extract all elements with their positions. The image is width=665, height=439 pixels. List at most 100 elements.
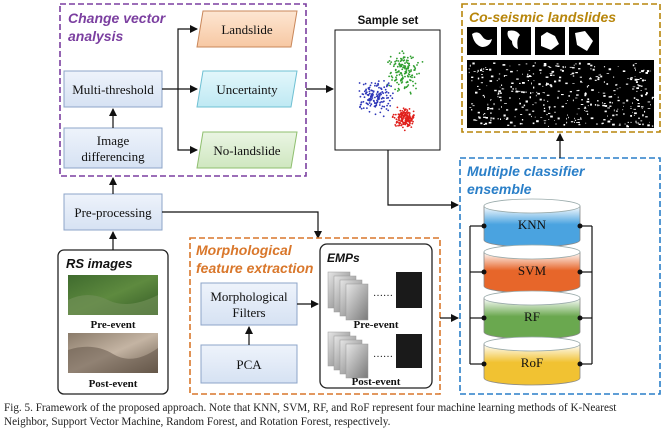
- sample-point: [368, 92, 371, 95]
- sample-point: [411, 119, 413, 121]
- map-speckle: [522, 73, 523, 75]
- sample-point: [397, 119, 400, 121]
- classifier-svm-cylinder: SVM: [481, 244, 583, 294]
- map-speckle: [588, 85, 590, 87]
- classifier-left-node: [481, 269, 487, 275]
- sample-point: [409, 118, 412, 120]
- sample-point: [406, 116, 409, 119]
- map-speckle: [580, 117, 582, 119]
- map-speckle: [577, 89, 580, 91]
- map-speckle: [547, 66, 551, 68]
- sample-point: [388, 84, 391, 87]
- sample-point: [395, 59, 398, 62]
- map-speckle: [590, 117, 594, 120]
- map-speckle: [519, 82, 521, 84]
- sample-point: [396, 65, 399, 68]
- map-speckle: [634, 67, 636, 69]
- map-speckle: [471, 79, 473, 82]
- map-speckle: [481, 68, 483, 70]
- sample-point: [402, 126, 404, 129]
- map-speckle: [637, 103, 640, 104]
- map-speckle: [551, 72, 553, 74]
- sample-point: [399, 79, 402, 82]
- map-speckle: [647, 124, 650, 127]
- sample-point: [370, 98, 373, 101]
- map-speckle: [615, 84, 617, 86]
- map-speckle: [525, 109, 529, 111]
- map-speckle: [529, 75, 531, 77]
- map-speckle: [543, 107, 546, 109]
- map-speckle: [509, 97, 511, 99]
- map-speckle: [634, 63, 637, 64]
- map-speckle: [543, 110, 546, 112]
- map-speckle: [632, 86, 636, 88]
- map-speckle: [491, 107, 494, 110]
- map-speckle: [506, 117, 509, 120]
- map-speckle: [622, 102, 625, 104]
- sample-point: [367, 99, 370, 102]
- map-speckle: [489, 68, 492, 71]
- sample-point: [395, 78, 398, 81]
- sample-point: [406, 62, 409, 64]
- map-speckle: [503, 114, 506, 117]
- sample-point: [377, 82, 379, 85]
- emps-pre-stack: [327, 271, 422, 321]
- sample-point: [382, 92, 385, 95]
- map-speckle: [586, 85, 588, 88]
- sample-point: [411, 122, 414, 125]
- sample-point: [405, 71, 408, 74]
- map-speckle: [520, 123, 523, 125]
- sample-point: [385, 85, 388, 88]
- classifier-rof-label: RoF: [521, 355, 543, 370]
- map-speckle: [498, 90, 501, 93]
- map-speckle: [580, 118, 582, 120]
- map-speckle: [609, 105, 612, 107]
- sample-point: [404, 120, 407, 123]
- map-speckle: [543, 120, 547, 122]
- map-speckle: [564, 66, 566, 68]
- map-speckle: [500, 118, 501, 120]
- sample-point: [394, 88, 396, 91]
- map-speckle: [640, 120, 643, 122]
- sample-point: [407, 84, 410, 86]
- map-speckle: [561, 105, 564, 108]
- map-speckle: [639, 77, 642, 79]
- map-speckle: [548, 119, 550, 120]
- map-speckle: [483, 68, 485, 70]
- map-speckle: [496, 80, 498, 82]
- map-speckle: [614, 94, 616, 95]
- map-speckle: [646, 92, 648, 95]
- map-speckle: [477, 77, 480, 80]
- post-event-label: Post-event: [89, 378, 138, 390]
- map-speckle: [498, 108, 500, 110]
- map-speckle: [627, 78, 629, 79]
- map-speckle: [567, 100, 568, 101]
- sample-point: [369, 96, 372, 98]
- map-speckle: [570, 121, 574, 123]
- map-speckle: [640, 90, 642, 91]
- map-speckle: [554, 80, 557, 83]
- map-speckle: [574, 119, 577, 121]
- map-speckle: [504, 103, 507, 104]
- framework-diagram: Change vector analysis Multi-threshold I…: [57, 3, 661, 395]
- change-vector-title-2: analysis: [68, 28, 123, 44]
- map-speckle: [532, 92, 534, 94]
- map-speckle: [498, 96, 502, 98]
- map-speckle: [651, 97, 653, 100]
- map-speckle: [547, 100, 549, 102]
- map-speckle: [645, 93, 648, 96]
- map-speckle: [644, 88, 647, 90]
- sample-point: [362, 83, 365, 86]
- sample-point: [395, 76, 397, 79]
- map-speckle: [521, 119, 524, 121]
- map-speckle: [607, 107, 610, 109]
- map-speckle: [587, 63, 591, 65]
- map-speckle: [594, 66, 596, 68]
- sample-point: [390, 85, 392, 88]
- sample-point: [413, 114, 415, 116]
- sample-point: [360, 101, 363, 104]
- map-speckle: [481, 76, 484, 79]
- map-speckle: [543, 104, 545, 106]
- map-speckle: [584, 94, 587, 97]
- map-speckle: [635, 98, 638, 100]
